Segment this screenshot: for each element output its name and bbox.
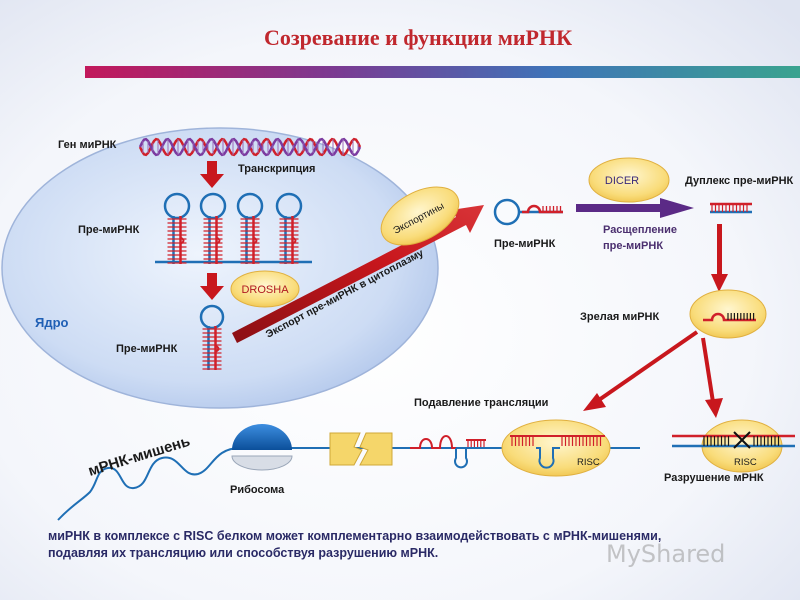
hairpin-3 [236, 192, 264, 264]
risc-label-1: RISC [577, 457, 600, 468]
mature-mirna-label: Зрелая миРНК [580, 311, 659, 323]
nucleus-label: Ядро [35, 315, 69, 330]
cleavage-label-2: пре-миРНК [603, 240, 663, 252]
pre-mirna-cytoplasm [493, 198, 563, 226]
target-mrna [57, 447, 640, 521]
dicer-label: DICER [605, 175, 639, 187]
ribosome-label: Рибосома [230, 484, 285, 496]
drosha-arrow [200, 273, 224, 300]
caption: миРНК в комплексе с RISC белком может ко… [48, 528, 778, 562]
mrna-hairpin-structure [410, 435, 486, 469]
cleavage-arrow [576, 198, 694, 218]
pre-mirna-label-3: Пре-миРНК [494, 238, 556, 250]
watermark: MyShared [606, 540, 725, 568]
transcription-label: Транскрипция [238, 163, 315, 175]
mature-mirna [703, 312, 756, 322]
hairpin-1 [163, 192, 191, 264]
watermark-text: MyShared [606, 540, 726, 568]
dicer-enzyme [588, 157, 670, 203]
duplex-label: Дуплекс пре-миРНК [685, 175, 794, 187]
pre-mirna-nucleus [199, 304, 225, 370]
nucleus [1, 127, 439, 409]
cleavage-x-icon [733, 431, 751, 449]
transcription-arrow [200, 161, 224, 188]
degradation-label: Разрушение мРНК [664, 472, 764, 484]
caption-line-2: подавляя их трансляцию или способствуя р… [48, 546, 439, 560]
gene-label: Ген миРНК [58, 139, 117, 151]
mirna-duplex [710, 202, 752, 214]
ribosome [231, 424, 293, 471]
translation-block [329, 432, 393, 466]
hairpin-2 [199, 192, 227, 264]
exportins-protein [380, 186, 460, 246]
degradation-arrow [701, 337, 723, 418]
pre-mirna-label-1: Пре-миРНК [78, 224, 140, 236]
cleavage-label-1: Расщепление [603, 224, 677, 236]
repression-label: Подавление трансляции [414, 397, 548, 409]
drosha-label: DROSHA [241, 284, 289, 296]
repression-arrow [583, 330, 699, 411]
mirna-gene-helix [138, 137, 362, 157]
hairpin-4 [275, 192, 303, 264]
risc-bound-mirna-repression [510, 435, 605, 469]
caption-line-1: миРНК в комплексе с RISC белком может ко… [48, 529, 662, 543]
page-title: Созревание и функции миРНК [264, 25, 572, 50]
mrna-degradation [672, 431, 795, 449]
duplex-to-mature-arrow [711, 224, 728, 292]
pri-mirna-hairpins [155, 192, 312, 264]
title-underline-bar [85, 66, 800, 78]
risc-label-2: RISC [734, 457, 757, 468]
pre-mirna-label-2: Пре-миРНК [116, 343, 178, 355]
drosha-enzyme [230, 270, 300, 308]
